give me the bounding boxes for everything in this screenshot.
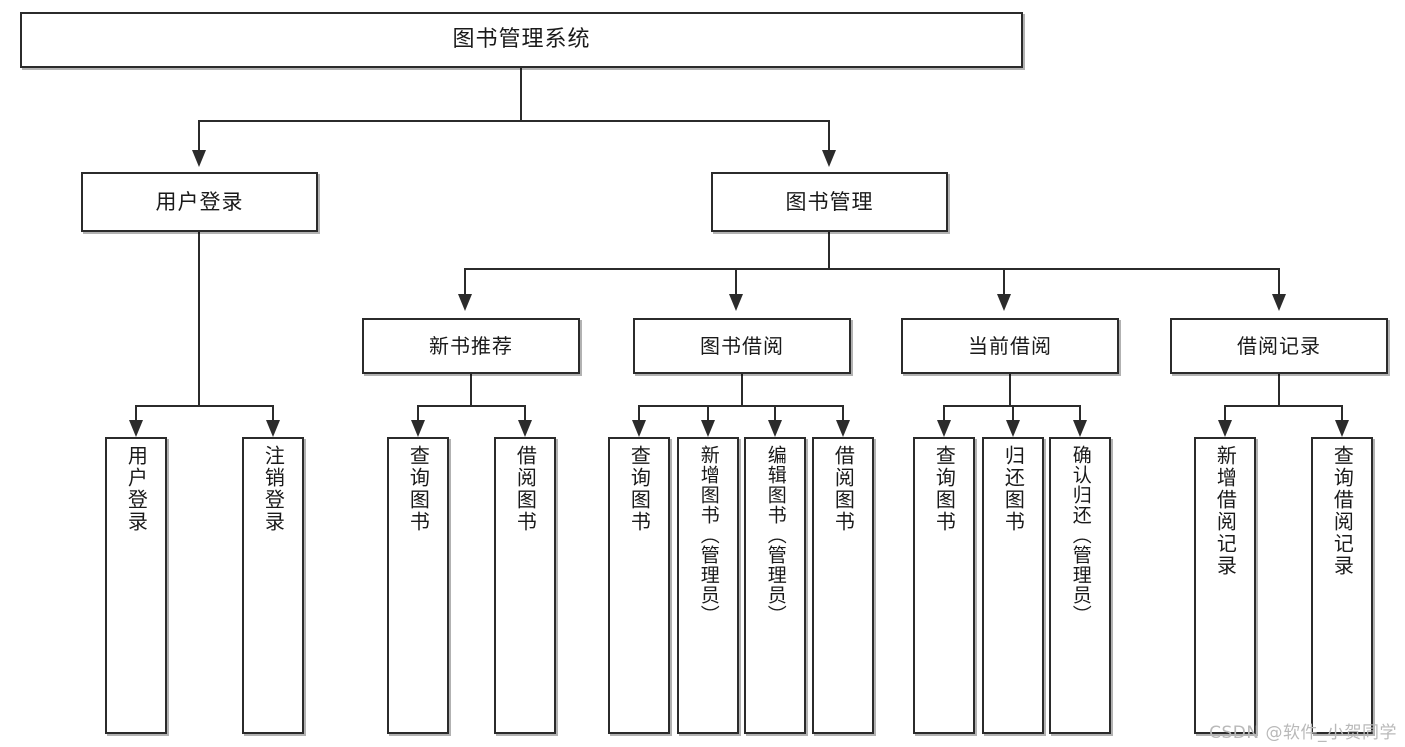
node-label: 图书借阅 xyxy=(700,333,784,358)
leaf-user-login-logout[interactable]: 注销登录 xyxy=(242,437,304,734)
leaf-book-borrow-edit-book-admin[interactable]: 编辑图书（管理员） xyxy=(744,437,806,734)
node-label: 查询图书 xyxy=(627,445,652,533)
arrowhead-book-borrow-leaf-3 xyxy=(768,420,782,437)
node-label: 借阅图书 xyxy=(513,445,538,533)
arrowhead-current-borrow-leaf-3 xyxy=(1073,420,1087,437)
connector-to-current-borrow xyxy=(1003,268,1005,294)
arrowhead-new-book-recommend-leaf-1 xyxy=(411,420,425,437)
connector-user-login-stem xyxy=(198,232,200,405)
connector-to-book-borrow xyxy=(735,268,737,294)
node-user-login[interactable]: 用户登录 xyxy=(81,172,318,232)
connector-current-borrow-to-leaf-1 xyxy=(943,405,945,420)
arrowhead-to-book-borrow xyxy=(729,294,743,311)
leaf-new-book-recommend-borrow-book[interactable]: 借阅图书 xyxy=(494,437,556,734)
node-label: 新增图书（管理员） xyxy=(697,445,720,625)
leaf-current-borrow-return-book[interactable]: 归还图书 xyxy=(982,437,1044,734)
node-label: 查询图书 xyxy=(406,445,431,533)
connector-user-login-bus xyxy=(135,405,272,407)
leaf-new-book-recommend-query-book[interactable]: 查询图书 xyxy=(387,437,449,734)
leaf-current-borrow-confirm-return-admin[interactable]: 确认归还（管理员） xyxy=(1049,437,1111,734)
arrowhead-current-borrow-leaf-1 xyxy=(937,420,951,437)
connector-borrow-record-stem xyxy=(1278,374,1280,405)
node-label: 借阅图书 xyxy=(831,445,856,533)
connector-user-login-to-leaf-2 xyxy=(272,405,274,420)
node-current-borrow[interactable]: 当前借阅 xyxy=(901,318,1119,374)
leaf-book-borrow-add-book-admin[interactable]: 新增图书（管理员） xyxy=(677,437,739,734)
leaf-book-borrow-query-book[interactable]: 查询图书 xyxy=(608,437,670,734)
leaf-current-borrow-query-book[interactable]: 查询图书 xyxy=(913,437,975,734)
arrowhead-to-book-management xyxy=(822,150,836,167)
arrowhead-to-new-book-recommend xyxy=(458,294,472,311)
connector-current-borrow-bus xyxy=(943,405,1080,407)
connector-borrow-record-to-leaf-2 xyxy=(1341,405,1343,420)
connector-new-book-recommend-bus xyxy=(417,405,526,407)
node-label: 用户登录 xyxy=(124,445,149,533)
arrowhead-borrow-record-leaf-1 xyxy=(1218,420,1232,437)
leaf-book-borrow-borrow-book[interactable]: 借阅图书 xyxy=(812,437,874,734)
node-label: 图书管理系统 xyxy=(452,27,591,53)
node-label: 确认归还（管理员） xyxy=(1069,445,1092,625)
connector-current-borrow-to-leaf-2 xyxy=(1012,405,1014,420)
node-root-book-management-system[interactable]: 图书管理系统 xyxy=(20,12,1023,68)
leaf-borrow-record-query-record[interactable]: 查询借阅记录 xyxy=(1311,437,1373,734)
connector-to-new-book-recommend xyxy=(464,268,466,294)
node-label: 查询图书 xyxy=(932,445,957,533)
connector-book-borrow-to-leaf-4 xyxy=(842,405,844,420)
arrowhead-to-user-login xyxy=(192,150,206,167)
node-label: 借阅记录 xyxy=(1237,333,1321,358)
node-label: 用户登录 xyxy=(155,189,244,214)
node-label: 新增借阅记录 xyxy=(1213,445,1238,577)
connector-root-to-book-management xyxy=(828,120,830,150)
arrowhead-user-login-leaf-2 xyxy=(266,420,280,437)
connector-new-book-recommend-to-leaf-1 xyxy=(417,405,419,420)
connector-root-bus xyxy=(198,120,830,122)
arrowhead-to-borrow-record xyxy=(1272,294,1286,311)
node-borrow-record[interactable]: 借阅记录 xyxy=(1170,318,1388,374)
connector-level3-bus xyxy=(464,268,1280,270)
connector-book-borrow-stem xyxy=(741,374,743,405)
connector-book-borrow-bus xyxy=(638,405,844,407)
connector-to-borrow-record xyxy=(1278,268,1280,294)
connector-book-management-stem xyxy=(828,232,830,268)
connector-current-borrow-to-leaf-3 xyxy=(1079,405,1081,420)
node-book-management[interactable]: 图书管理 xyxy=(711,172,948,232)
node-new-book-recommend[interactable]: 新书推荐 xyxy=(362,318,580,374)
arrowhead-book-borrow-leaf-4 xyxy=(836,420,850,437)
arrowhead-to-current-borrow xyxy=(997,294,1011,311)
node-label: 查询借阅记录 xyxy=(1330,445,1355,577)
connector-current-borrow-stem xyxy=(1009,374,1011,405)
arrowhead-user-login-leaf-1 xyxy=(129,420,143,437)
arrowhead-book-borrow-leaf-2 xyxy=(701,420,715,437)
node-label: 编辑图书（管理员） xyxy=(764,445,787,625)
leaf-user-login-login[interactable]: 用户登录 xyxy=(105,437,167,734)
connector-borrow-record-bus xyxy=(1224,405,1343,407)
node-label: 新书推荐 xyxy=(429,333,513,358)
node-label: 注销登录 xyxy=(261,445,286,533)
connector-book-borrow-to-leaf-3 xyxy=(774,405,776,420)
arrowhead-new-book-recommend-leaf-2 xyxy=(518,420,532,437)
connector-book-borrow-to-leaf-2 xyxy=(707,405,709,420)
connector-user-login-to-leaf-1 xyxy=(135,405,137,420)
arrowhead-book-borrow-leaf-1 xyxy=(632,420,646,437)
node-book-borrow[interactable]: 图书借阅 xyxy=(633,318,851,374)
node-label: 图书管理 xyxy=(785,189,874,214)
connector-new-book-recommend-stem xyxy=(470,374,472,405)
connector-root-to-user-login xyxy=(198,120,200,150)
arrowhead-borrow-record-leaf-2 xyxy=(1335,420,1349,437)
connector-book-borrow-to-leaf-1 xyxy=(638,405,640,420)
connector-root-stem xyxy=(520,68,522,120)
node-label: 当前借阅 xyxy=(968,333,1052,358)
node-label: 归还图书 xyxy=(1001,445,1026,533)
connector-borrow-record-to-leaf-1 xyxy=(1224,405,1226,420)
connector-new-book-recommend-to-leaf-2 xyxy=(524,405,526,420)
leaf-borrow-record-add-record[interactable]: 新增借阅记录 xyxy=(1194,437,1256,734)
arrowhead-current-borrow-leaf-2 xyxy=(1006,420,1020,437)
